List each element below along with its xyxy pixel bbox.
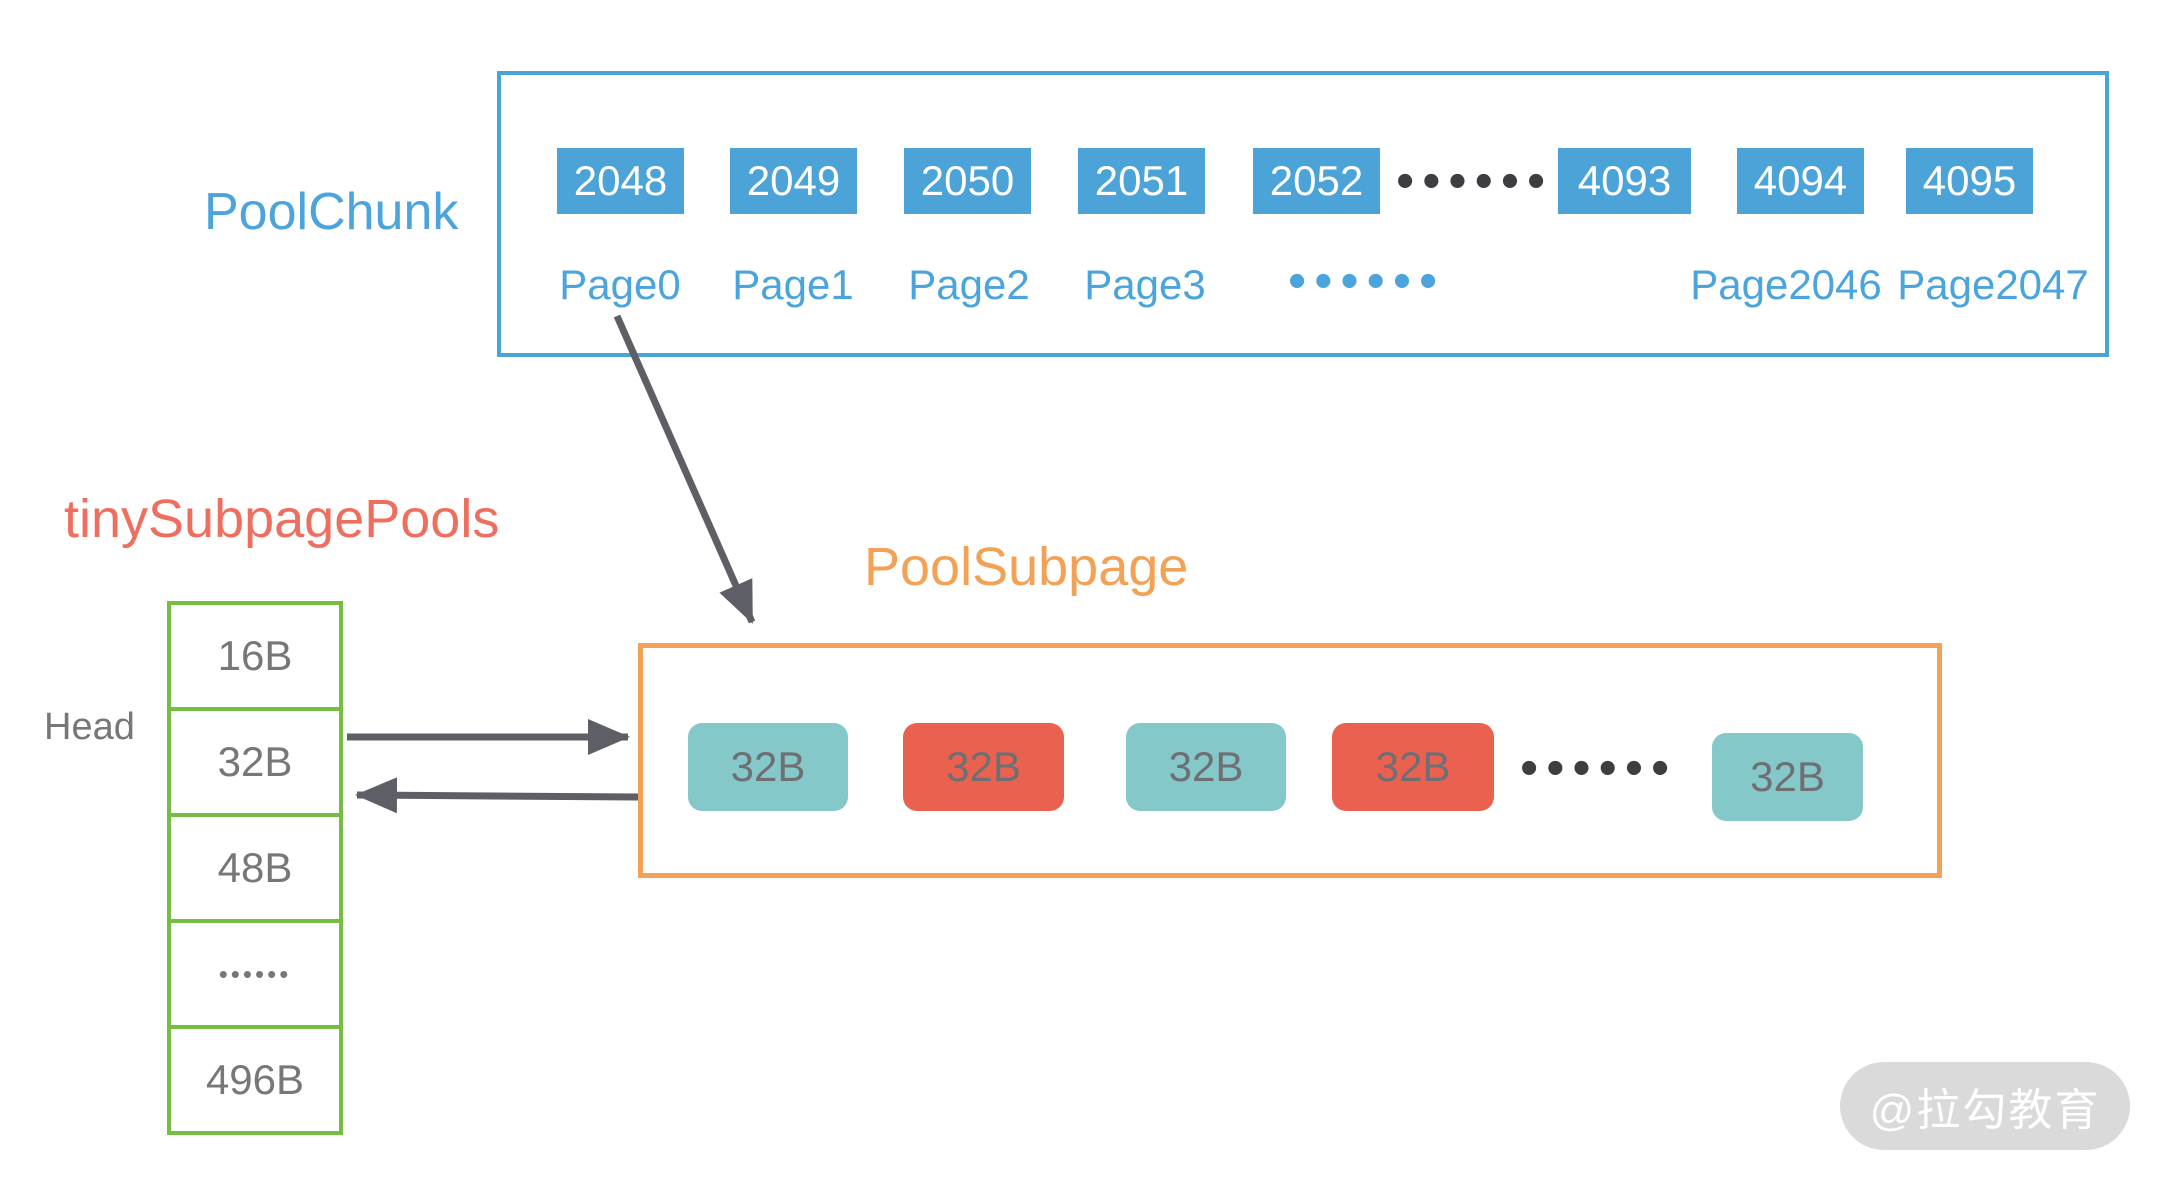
subpage-block-allocated: 32B — [1332, 723, 1494, 811]
poolchunk-cells-ellipsis: •••••• — [1396, 152, 1554, 210]
subpage-block-free: 32B — [1126, 723, 1286, 811]
subpage-block-free: 32B — [688, 723, 848, 811]
poolchunk-page-cell: 2050 — [904, 148, 1031, 214]
poolchunk-page-label: Page0 — [559, 261, 681, 308]
poolchunk-page-cell: 4095 — [1906, 148, 2033, 214]
poolchunk-page-cell: 2052 — [1253, 148, 1380, 214]
arrow-subpage-to-head — [355, 777, 639, 814]
subpage-block-free: 32B — [1712, 733, 1863, 821]
poolchunk-box — [497, 71, 2109, 357]
size-class-row: 496B — [205, 1056, 305, 1103]
poolchunk-page-label: Page2046 — [1690, 261, 1882, 308]
size-class-row: 32B — [171, 711, 339, 817]
size-class-row: 48B — [171, 817, 339, 923]
subpage-blocks-ellipsis: •••••• — [1520, 739, 1678, 797]
head-label: Head — [44, 706, 135, 748]
size-class-row: 16B — [171, 605, 339, 711]
size-class-row-ellipsis: •••••• — [171, 923, 339, 1029]
poolchunk-page-cell: 2049 — [730, 148, 857, 214]
watermark-badge: @拉勾教育 — [1840, 1062, 2130, 1150]
poolchunk-page-cell: 4093 — [1558, 148, 1691, 214]
poolchunk-page-cell: 4094 — [1737, 148, 1864, 214]
tinysubpagepools-title: tinySubpagePools — [64, 489, 500, 549]
poolchunk-page-label: Page1 — [732, 261, 854, 308]
poolchunk-title: PoolChunk — [204, 183, 459, 241]
poolchunk-page-label: Page3 — [1084, 261, 1206, 308]
poolchunk-page-cell: 2051 — [1078, 148, 1205, 214]
poolchunk-page-cell: 2048 — [557, 148, 684, 214]
tinysubpagepools-table: 16B 32B 48B •••••• 496B — [167, 601, 343, 1135]
poolsubpage-title: PoolSubpage — [864, 537, 1189, 597]
poolchunk-page-label: Page2047 — [1897, 261, 2089, 308]
subpage-block-allocated: 32B — [903, 723, 1064, 811]
poolchunk-pages-ellipsis: •••••• — [1288, 252, 1446, 310]
arrow-page0-to-poolsubpage — [613, 314, 756, 624]
poolchunk-page-label: Page2 — [908, 261, 1030, 308]
